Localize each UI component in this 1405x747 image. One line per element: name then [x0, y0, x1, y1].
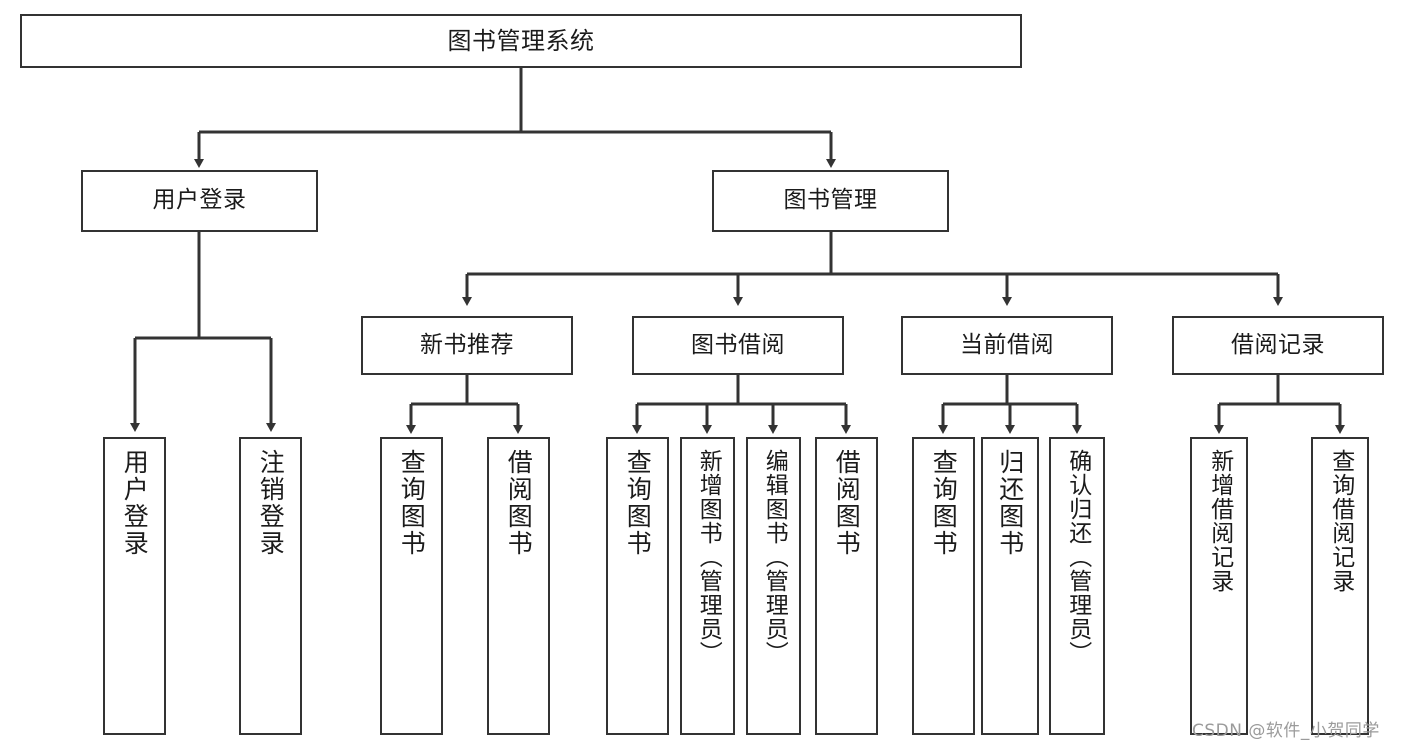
- node-leaf-query-borrow-record[interactable]: 查询借阅记录: [1311, 437, 1369, 735]
- node-label: 用户登录: [120, 449, 150, 557]
- node-leaf-logout[interactable]: 注销登录: [239, 437, 302, 735]
- node-label: 查询图书: [397, 449, 427, 557]
- node-borrow-records[interactable]: 借阅记录: [1172, 316, 1384, 375]
- node-root-book-management-system[interactable]: 图书管理系统: [20, 14, 1022, 68]
- node-leaf-query-books-recommend[interactable]: 查询图书: [380, 437, 443, 735]
- node-leaf-borrow-books-recommend[interactable]: 借阅图书: [487, 437, 550, 735]
- node-label: 图书管理: [783, 187, 878, 214]
- node-label: 归还图书: [995, 449, 1025, 557]
- node-label: 当前借阅: [960, 331, 1054, 358]
- node-label: 新增图书（管理员）: [695, 449, 722, 665]
- node-label: 图书借阅: [691, 331, 785, 358]
- node-label: 查询借阅记录: [1327, 449, 1354, 593]
- node-leaf-confirm-return-admin[interactable]: 确认归还（管理员）: [1049, 437, 1105, 735]
- node-label: 新书推荐: [420, 331, 514, 358]
- node-leaf-add-borrow-record[interactable]: 新增借阅记录: [1190, 437, 1248, 735]
- node-leaf-user-login[interactable]: 用户登录: [103, 437, 166, 735]
- node-label: 注销登录: [256, 449, 286, 557]
- node-leaf-query-books-current[interactable]: 查询图书: [912, 437, 975, 735]
- node-label: 用户登录: [152, 187, 247, 214]
- node-leaf-add-book-admin[interactable]: 新增图书（管理员）: [680, 437, 735, 735]
- node-leaf-edit-book-admin[interactable]: 编辑图书（管理员）: [746, 437, 801, 735]
- node-label: 查询图书: [929, 449, 959, 557]
- node-user-login[interactable]: 用户登录: [81, 170, 318, 232]
- node-leaf-return-books[interactable]: 归还图书: [981, 437, 1039, 735]
- node-label: 图书管理系统: [447, 26, 595, 55]
- node-label: 新增借阅记录: [1206, 449, 1233, 593]
- node-label: 编辑图书（管理员）: [761, 449, 788, 665]
- node-book-borrowing[interactable]: 图书借阅: [632, 316, 844, 375]
- node-label: 借阅图书: [832, 449, 862, 557]
- node-new-book-recommendation[interactable]: 新书推荐: [361, 316, 573, 375]
- watermark-text: CSDN @软件_小贺同学: [1192, 721, 1380, 741]
- node-leaf-query-books-borrow[interactable]: 查询图书: [606, 437, 669, 735]
- node-label: 借阅记录: [1231, 331, 1325, 358]
- node-label: 查询图书: [623, 449, 653, 557]
- node-label: 借阅图书: [504, 449, 534, 557]
- node-label: 确认归还（管理员）: [1064, 449, 1091, 665]
- node-current-borrowing[interactable]: 当前借阅: [901, 316, 1113, 375]
- node-book-management[interactable]: 图书管理: [712, 170, 949, 232]
- node-leaf-lend-books[interactable]: 借阅图书: [815, 437, 878, 735]
